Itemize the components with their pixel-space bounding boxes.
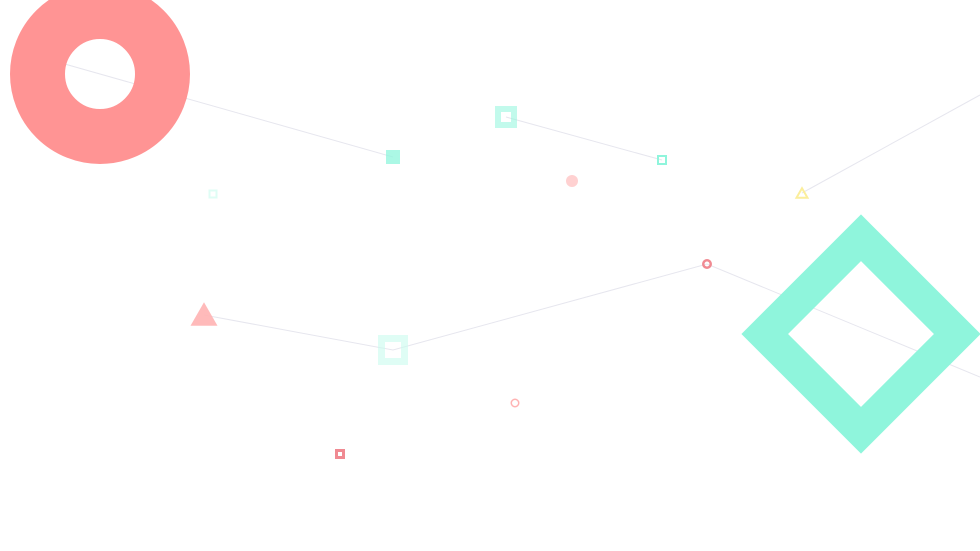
square-icon <box>386 150 400 164</box>
connector-line <box>39 56 394 158</box>
triangle-icon <box>794 186 810 199</box>
circle-outline-icon <box>510 398 520 408</box>
diamond-outline-icon <box>741 214 980 454</box>
triangle-icon <box>190 302 218 326</box>
circle-outline-icon <box>702 259 712 269</box>
dot-icon <box>566 175 578 187</box>
square-outline-icon <box>378 335 408 365</box>
square-outline-icon <box>208 189 218 199</box>
shape-layer <box>10 0 980 459</box>
connector-line <box>801 94 980 194</box>
square-outline-icon <box>335 449 345 459</box>
square-outline-icon <box>657 155 667 165</box>
square-outline-icon <box>495 106 517 128</box>
connector-lines <box>39 56 980 378</box>
connector-line <box>203 263 980 378</box>
connector-line <box>505 116 663 161</box>
ring-icon <box>10 0 190 164</box>
